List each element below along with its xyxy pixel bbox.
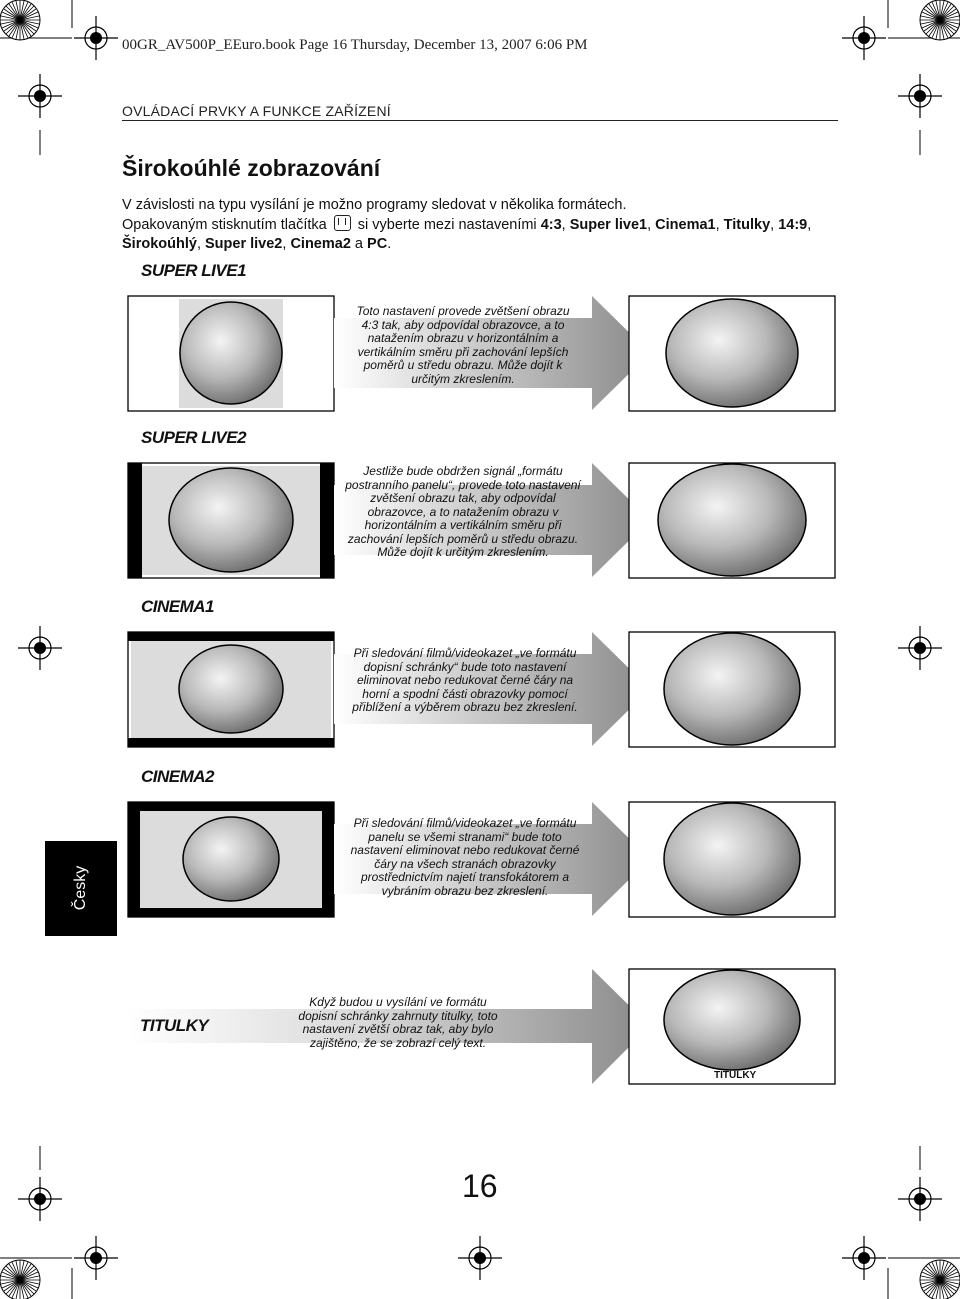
figure-titulky [128,968,836,1085]
registration-mark [897,625,943,671]
registration-mark [841,15,887,61]
registration-mark [897,1176,943,1222]
mode-label-titulky: TITULKY [140,1016,209,1035]
registration-mark [17,625,63,671]
intro-line-2: Opakovaným stisknutím tlačítka si vybert… [122,215,812,233]
language-tab-label: Česky [72,865,89,911]
option-cinema1: Cinema1 [655,217,716,233]
subtitle-caption: TITULKY [714,1070,757,1081]
option-14-9: 14:9 [778,217,808,233]
description-cinema2: Při sledování filmů/videokazet „ve formá… [350,816,580,898]
registration-mark [17,73,63,119]
starburst-mark-bottom-left [0,1259,41,1299]
option-pc: PC [367,236,388,252]
page-number: 16 [462,1168,498,1204]
figure-super-live2 [127,462,836,579]
registration-mark [73,1235,119,1281]
figure-cinema2 [127,801,836,918]
starburst-mark-top-right [919,0,960,41]
registration-mark [841,1235,887,1281]
description-titulky: Když budou u vysílání ve formátu dopisní… [298,995,498,1050]
option-cinema2: Cinema2 [290,236,351,252]
option-super-live1: Super live1 [569,217,648,233]
registration-mark [17,1176,63,1222]
intro-paragraph: V závislosti na typu vysílání je možno p… [122,196,842,254]
option-titulky: Titulky [723,217,771,233]
starburst-mark-bottom-right [919,1259,960,1299]
language-tab: Česky [45,841,117,936]
intro-line-3: Širokoúhlý, Super live2, Cinema2 a PC. [122,236,392,252]
registration-mark [457,1235,503,1281]
description-super-live1: Toto nastavení provede zvětšení obrazu 4… [356,304,570,386]
section-heading: OVLÁDACÍ PRVKY A FUNKCE ZAŘÍZENÍ [122,103,391,119]
registration-mark [897,73,943,119]
file-header: 00GR_AV500P_EEuro.book Page 16 Thursday,… [122,37,588,53]
page-title: Širokoúhlé zobrazování [122,155,381,181]
option-sirokouhly: Širokoúhlý [122,236,197,252]
registration-mark [73,15,119,61]
intro-text: a [354,236,363,252]
description-super-live2: Jestliže bude obdržen signál „formátu po… [345,464,581,559]
intro-text: Opakovaným stisknutím tlačítka [122,217,327,233]
starburst-mark-top-left [0,0,41,41]
figure-super-live1 [127,295,836,412]
wide-button-icon [333,215,351,231]
mode-label-super-live1: SUPER LIVE1 [141,261,247,280]
option-super-live2: Super live2 [205,236,283,252]
description-cinema1: Při sledování filmů/videokazet „ve formá… [352,646,578,714]
mode-label-cinema1: CINEMA1 [141,597,215,616]
option-4-3: 4:3 [540,217,562,233]
mode-label-cinema2: CINEMA2 [141,767,215,786]
intro-line-1: V závislosti na typu vysílání je možno p… [122,197,627,213]
figure-cinema1 [127,631,836,748]
mode-label-super-live2: SUPER LIVE2 [141,428,247,447]
intro-text: si vyberte mezi nastaveními [357,217,537,233]
section-divider [122,120,838,121]
